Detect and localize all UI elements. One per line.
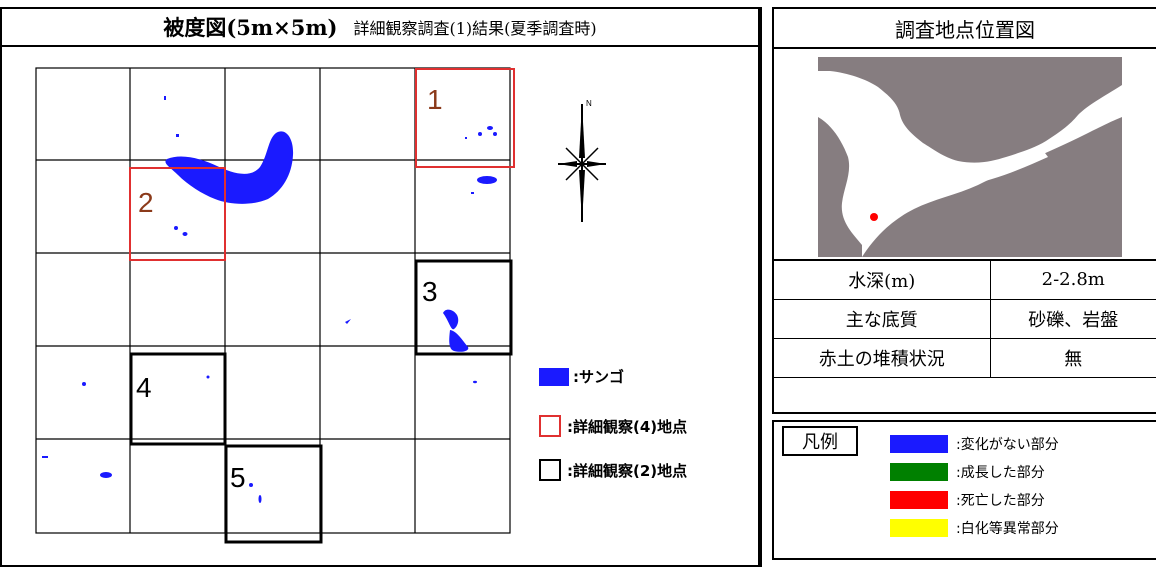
table-row: 主な底質 砂礫、岩盤 (774, 298, 1156, 339)
row-value: 2-2.8m (989, 259, 1156, 300)
coral-spot (176, 134, 179, 137)
red-observation-boxes (129, 68, 515, 261)
coral-spot (206, 375, 210, 379)
legend-item-label: :白化等異常部分 (956, 521, 1059, 537)
box-label-1: 1 (427, 84, 443, 115)
observation-box-5 (224, 444, 323, 544)
coral-spot (487, 126, 493, 130)
coral-spot (182, 232, 188, 236)
coral-patch-3 (443, 309, 459, 330)
coral-spot (345, 319, 351, 324)
coral-spot (258, 495, 262, 503)
black-observation-boxes (129, 259, 513, 544)
change-legend-panel: 凡例 :変化がない部分 :成長した部分 :死亡した部分 :白化等異常部分 (772, 420, 1156, 560)
location-panel: 調査地点位置図 水深(m) 2-2.8m 主な底質 砂礫、岩盤 赤土の堆積状況 … (772, 7, 1156, 414)
coral-spot (493, 132, 497, 136)
compass-icon: N (558, 99, 606, 222)
land-south (818, 117, 862, 257)
coral-spot (471, 192, 474, 194)
coral-spot (42, 456, 48, 458)
coverage-grid: 1 2 3 4 5 N (35, 67, 606, 544)
sea-inlet (868, 149, 1048, 219)
observation-box-2 (129, 167, 226, 261)
coral-spot (477, 176, 497, 184)
row-label: 主な底質 (774, 298, 991, 339)
box-label-5: 5 (230, 462, 246, 493)
survey-point-marker (870, 213, 878, 221)
title-main: 被度図(5m×5m) (163, 15, 338, 40)
coral-spot (100, 472, 112, 478)
legend-red-box: :詳細観察(4)地点 (539, 415, 687, 437)
legend-item-label: :変化がない部分 (956, 437, 1059, 453)
table-row: 赤土の堆積状況 無 (774, 337, 1156, 378)
coverage-panel: 被度図(5m×5m) 詳細観察調査(1)結果(夏季調査時) (0, 7, 762, 567)
observation-box-1 (415, 68, 515, 168)
observation-box-3 (414, 259, 513, 356)
box-label-2: 2 (138, 187, 154, 218)
site-info-table: 水深(m) 2-2.8m 主な底質 砂礫、岩盤 赤土の堆積状況 無 (774, 259, 1156, 378)
bleached-swatch (890, 519, 948, 537)
coral-spot (465, 137, 467, 139)
legend-black-box: :詳細観察(2)地点 (539, 459, 687, 481)
compass-north-label: N (586, 99, 592, 108)
row-label: 赤土の堆積状況 (774, 337, 991, 378)
red-box-swatch (539, 415, 561, 437)
legend-item-label: :成長した部分 (956, 465, 1045, 481)
legend-item-unchanged: :変化がない部分 (890, 434, 1059, 454)
coral-spot (164, 96, 166, 100)
legend-coral-label: :サンゴ (573, 368, 624, 386)
land-southwest (862, 117, 1122, 257)
legend-item-dead: :死亡した部分 (890, 490, 1045, 510)
coral-large-patch (165, 131, 294, 204)
dead-swatch (890, 491, 948, 509)
legend-item-grown: :成長した部分 (890, 462, 1045, 482)
map-title: 調査地点位置図 (774, 9, 1156, 49)
coral-spot (82, 382, 86, 386)
legend-item-bleached: :白化等異常部分 (890, 518, 1059, 538)
observation-box-4 (129, 352, 227, 446)
location-map (818, 57, 1122, 257)
legend-red-box-label: :詳細観察(4)地点 (567, 417, 688, 436)
table-row: 水深(m) 2-2.8m (774, 259, 1156, 300)
row-value: 砂礫、岩盤 (989, 298, 1156, 339)
legend-item-label: :死亡した部分 (956, 493, 1045, 509)
black-box-swatch (539, 459, 561, 481)
row-value: 無 (989, 337, 1156, 378)
coral-patch-3b (449, 330, 469, 352)
coral-patches (42, 96, 497, 503)
coral-swatch (539, 367, 569, 386)
grown-swatch (890, 463, 948, 481)
title-sub: 詳細観察調査(1)結果(夏季調査時) (353, 19, 597, 38)
row-label: 水深(m) (774, 259, 991, 300)
unchanged-swatch (890, 435, 948, 453)
box-label-4: 4 (136, 372, 152, 403)
legend-title: 凡例 (782, 426, 858, 456)
land-north (818, 57, 1122, 163)
coral-spot (249, 483, 253, 487)
box-label-3: 3 (422, 276, 438, 307)
legend-black-box-label: :詳細観察(2)地点 (567, 461, 688, 480)
coral-spot (478, 132, 482, 136)
legend-coral: :サンゴ (539, 366, 624, 387)
coral-spot (174, 226, 178, 230)
coral-spot (473, 380, 477, 384)
coverage-title: 被度図(5m×5m) 詳細観察調査(1)結果(夏季調査時) (2, 9, 758, 47)
